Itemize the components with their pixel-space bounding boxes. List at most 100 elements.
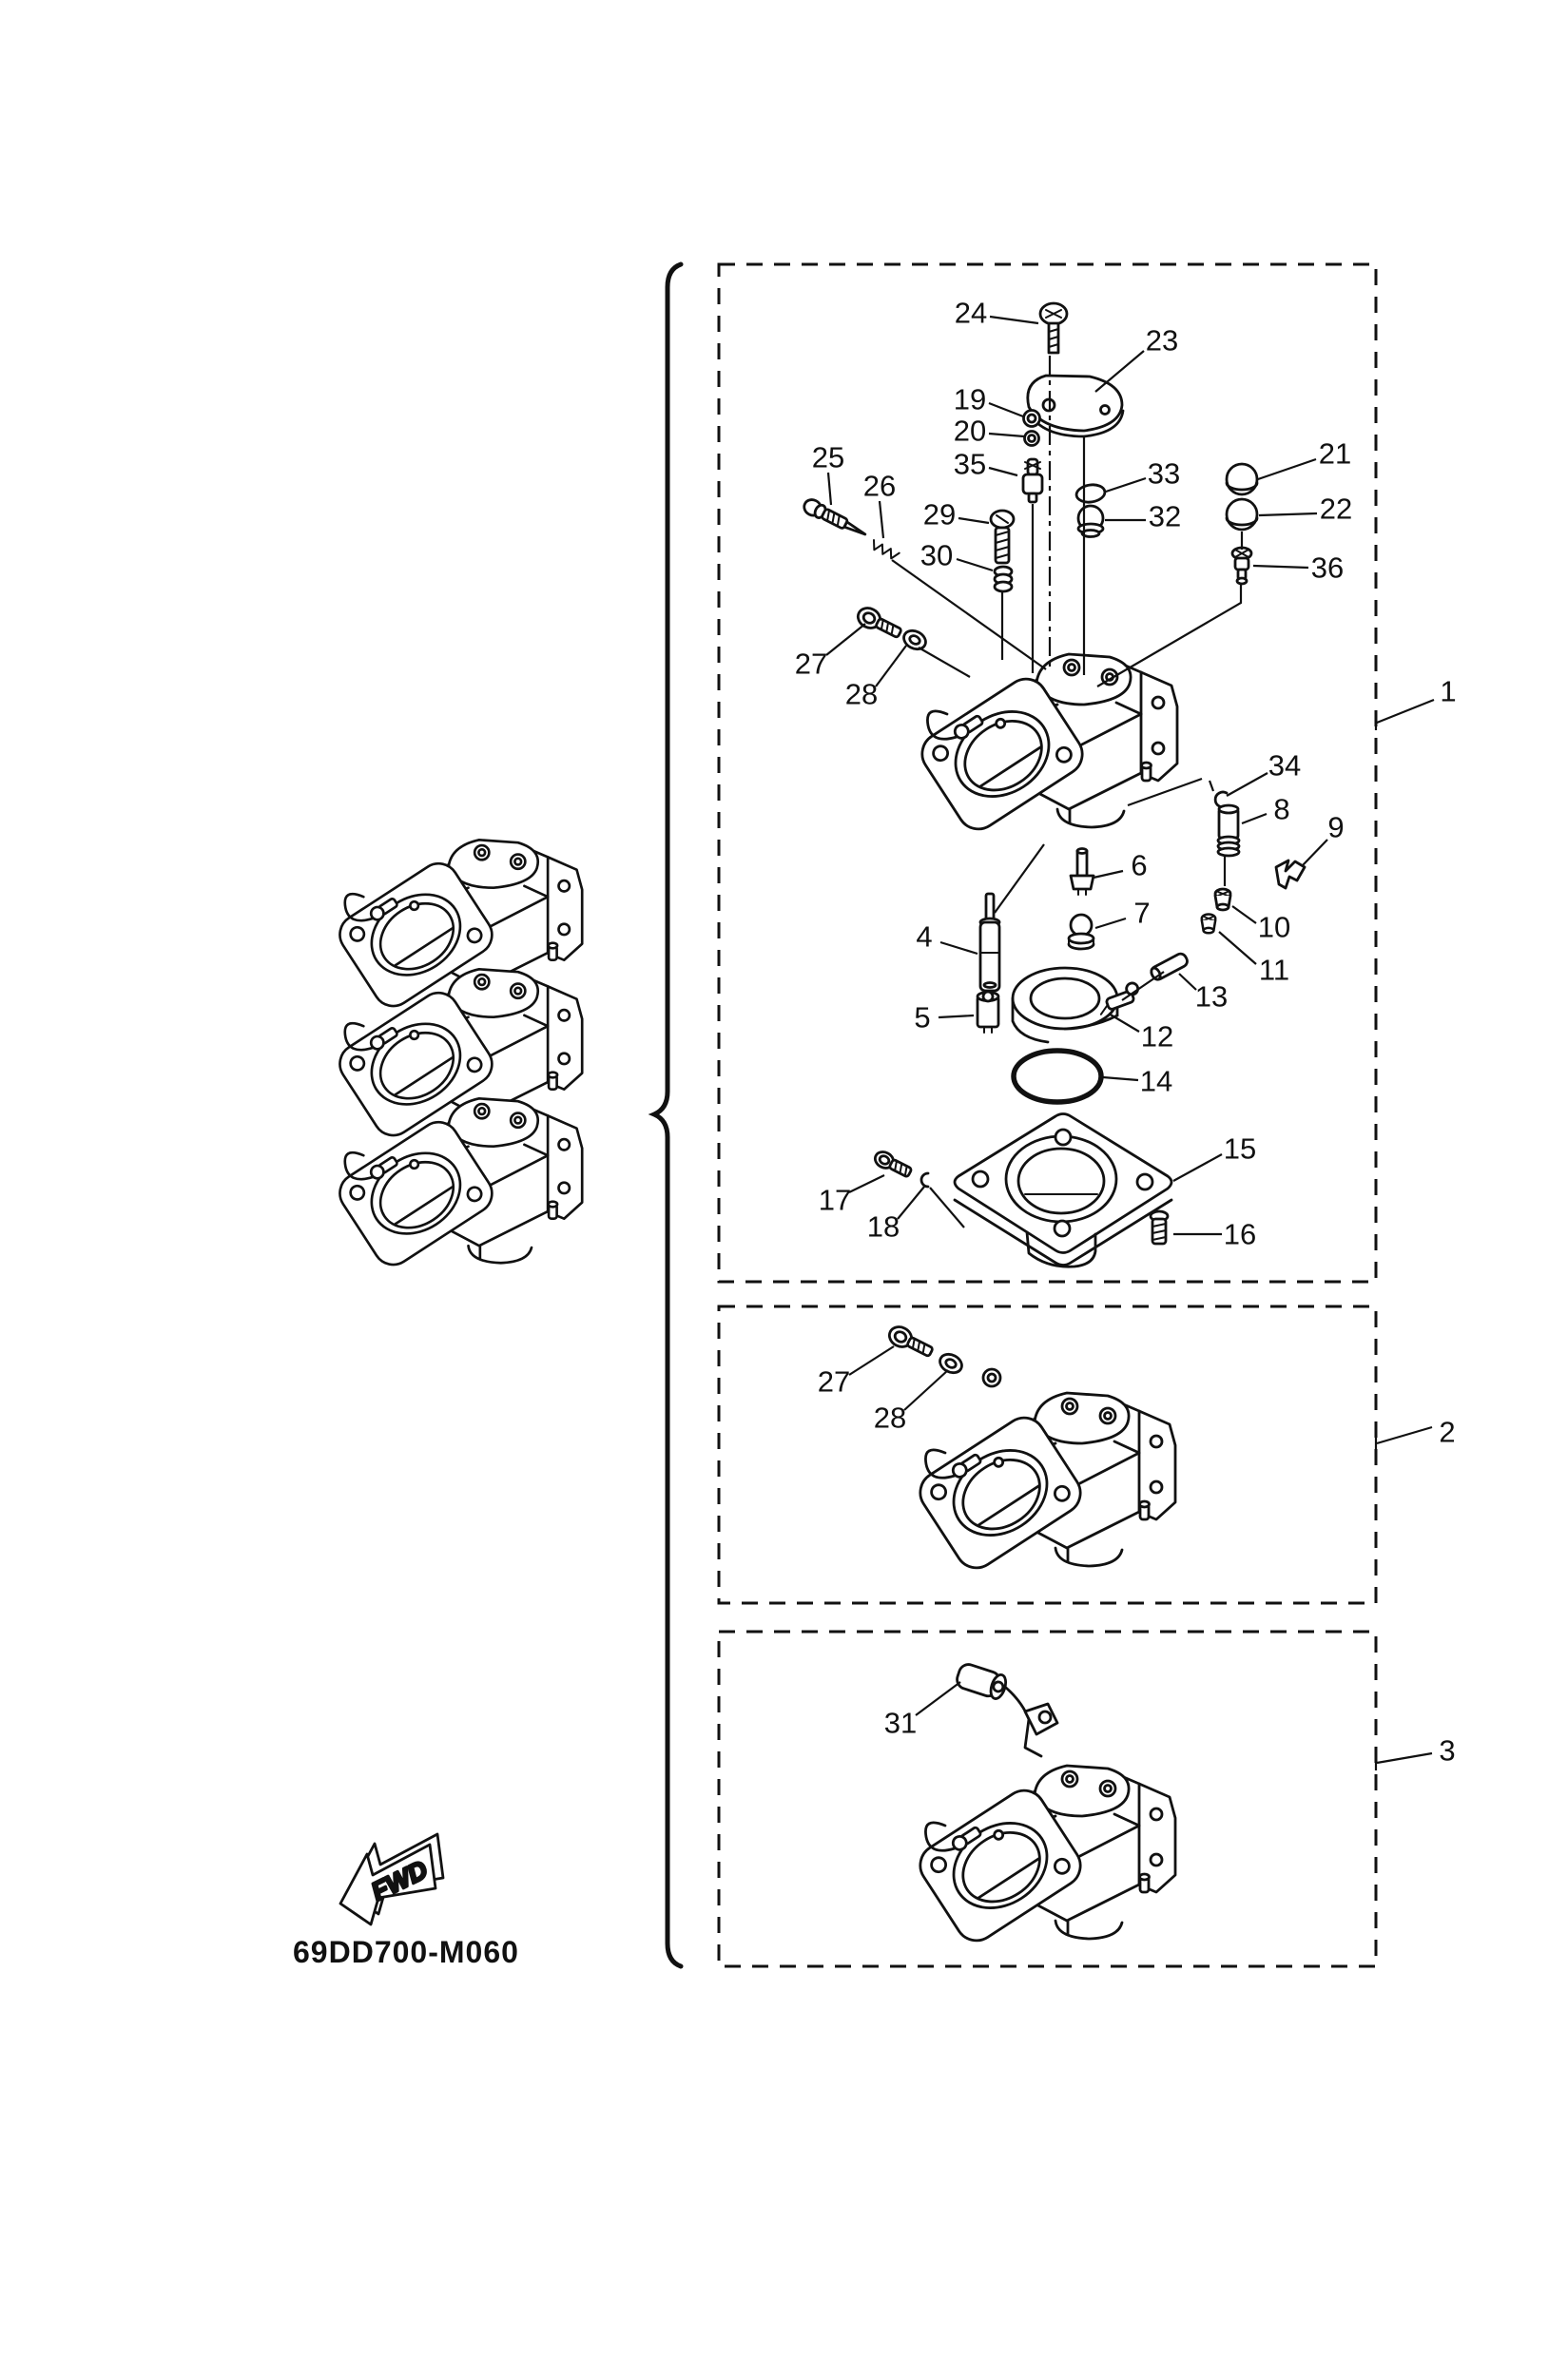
callout-23: 23	[1146, 324, 1178, 358]
callout-5: 5	[914, 1001, 930, 1034]
callout-leader-28	[903, 1369, 949, 1411]
part-5-sleeve	[976, 990, 1000, 1034]
group-label-3: 3	[1439, 1734, 1455, 1768]
callout-leader-12	[1108, 1013, 1140, 1033]
group-leader-1	[1376, 698, 1435, 725]
callout-leader-20	[988, 432, 1025, 438]
callout-33: 33	[1148, 457, 1180, 491]
part-11-screw	[1200, 913, 1217, 935]
callout-14: 14	[1140, 1065, 1172, 1098]
construction-line-9	[994, 843, 1045, 914]
callout-leader-25	[826, 472, 833, 506]
callout-leader-4	[939, 940, 978, 956]
construction-line-11	[1208, 780, 1215, 792]
construction-line-14	[929, 1187, 965, 1228]
callout-7: 7	[1133, 897, 1150, 930]
callout-20: 20	[954, 415, 986, 448]
callout-8: 8	[1273, 793, 1289, 826]
callout-13: 13	[1195, 980, 1228, 1014]
part-27-screw	[856, 607, 902, 639]
part-28-washer	[902, 628, 927, 651]
part-24-screw	[1038, 301, 1069, 355]
construction-line-13	[1121, 971, 1165, 1001]
part-22-cap	[1225, 497, 1259, 532]
callout-15: 15	[1224, 1132, 1256, 1166]
assembly-brace	[648, 261, 684, 1969]
part-21-cap	[1225, 462, 1259, 496]
group-label-1: 1	[1440, 675, 1456, 708]
part-27-screw-group2	[887, 1325, 934, 1358]
callout-leader-28	[875, 645, 907, 687]
part-28-washer-group2	[939, 1352, 963, 1375]
construction-line-7	[918, 647, 971, 678]
throttle-ring-group2	[981, 1367, 1002, 1388]
callout-27: 27	[818, 1365, 850, 1399]
callout-leader-35	[988, 466, 1018, 477]
group-box-2	[717, 1305, 1378, 1605]
part-35-needle-valve	[1021, 457, 1044, 504]
callout-leader-8	[1241, 812, 1268, 825]
part-31-bushing	[956, 1663, 1059, 1758]
carburetor-stack	[331, 839, 584, 1274]
drawing-code: 69DD700-M060	[293, 1935, 519, 1969]
callout-21: 21	[1319, 437, 1351, 471]
group3-artwork	[911, 1663, 1177, 1950]
callout-leader-22	[1258, 512, 1318, 517]
group-label-2: 2	[1439, 1416, 1455, 1449]
part-15-flange-plate	[953, 1112, 1173, 1268]
callout-4: 4	[916, 920, 932, 954]
callout-27: 27	[795, 648, 827, 681]
callout-9: 9	[1327, 811, 1344, 844]
part-33-gasket	[1074, 483, 1107, 504]
part-12-gasket-ring	[1011, 966, 1140, 1044]
part-23-cover-plate	[1026, 374, 1125, 438]
part-10-screw	[1213, 887, 1232, 912]
callout-leader-24	[989, 315, 1039, 325]
callout-26: 26	[863, 470, 896, 503]
group-leader-2	[1376, 1425, 1433, 1445]
callout-12: 12	[1141, 1020, 1173, 1054]
part-7-plug	[1067, 913, 1095, 951]
part-9-clip	[1274, 859, 1307, 890]
callout-leader-27	[848, 1345, 895, 1376]
callout-leader-14	[1102, 1075, 1139, 1082]
callout-18: 18	[867, 1210, 900, 1244]
callout-leader-7	[1094, 917, 1127, 930]
callout-leader-15	[1172, 1153, 1223, 1182]
part-14-o-ring	[1011, 1048, 1104, 1105]
callout-leader-26	[878, 500, 885, 539]
callout-30: 30	[920, 539, 953, 572]
callout-leader-33	[1105, 476, 1147, 493]
callout-leader-19	[988, 401, 1024, 418]
group1-artwork	[803, 301, 1307, 1268]
callout-22: 22	[1320, 493, 1352, 526]
part-8-main-jet	[1216, 803, 1241, 858]
callout-leader-27	[825, 623, 866, 656]
callout-19: 19	[954, 383, 986, 416]
callout-32: 32	[1149, 500, 1181, 533]
part-29-screw	[989, 509, 1016, 565]
callout-leader-31	[915, 1681, 961, 1716]
callout-leader-6	[1093, 869, 1124, 880]
part-36-needle-valve	[1230, 546, 1253, 586]
part-16-bolt	[1149, 1209, 1170, 1246]
callout-leader-23	[1094, 350, 1145, 393]
callout-leader-21	[1257, 457, 1317, 481]
callout-17: 17	[819, 1184, 851, 1217]
callout-24: 24	[955, 297, 987, 330]
callout-leader-9	[1302, 839, 1328, 866]
callout-leader-34	[1226, 772, 1268, 797]
callout-36: 36	[1311, 551, 1344, 585]
construction-line-6	[891, 559, 1047, 670]
callout-25: 25	[812, 441, 844, 474]
part-30-spring	[993, 565, 1014, 593]
part-20-ring	[1023, 430, 1040, 447]
callout-leader-36	[1252, 564, 1309, 570]
callout-35: 35	[954, 448, 986, 481]
carburetor-group2	[911, 1391, 1177, 1577]
part-17-screw	[873, 1150, 913, 1178]
callout-leader-17	[848, 1174, 885, 1193]
callout-leader-13	[1178, 973, 1197, 991]
